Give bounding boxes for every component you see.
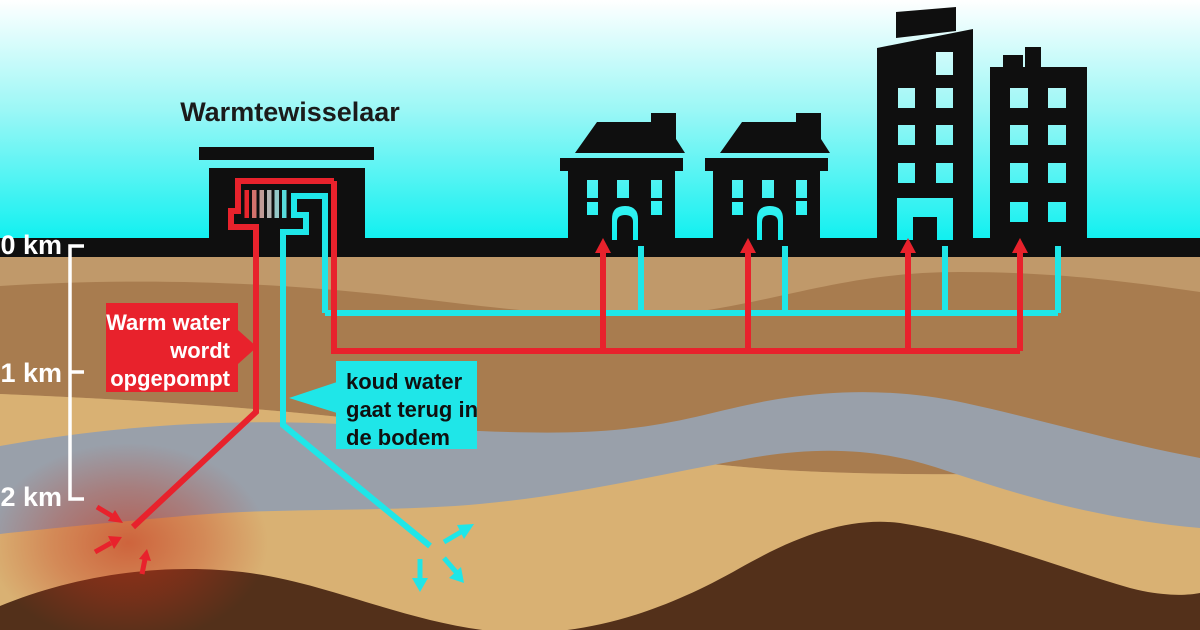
house-2-eave xyxy=(705,158,828,171)
warm-riser-arrowhead xyxy=(1012,238,1028,253)
depth-scale-line xyxy=(68,244,84,501)
warm-flow-arrows xyxy=(93,504,148,575)
exchanger-stripe xyxy=(252,190,257,218)
depth-scale: 0 km 1 km 2 km xyxy=(0,230,84,512)
tower-2-body xyxy=(990,67,1087,240)
gray-rock-layer xyxy=(0,392,1200,534)
cold-bubble-line: gaat terug in xyxy=(346,397,478,422)
cold-water-bubble: koud water gaat terug in de bodem xyxy=(289,361,478,450)
depth-tick-label-0km: 0 km xyxy=(0,230,62,260)
cold-pipe-network xyxy=(280,193,1061,579)
apartment-tower-1 xyxy=(877,7,973,240)
cold-bubble-text: koud water gaat terug in de bodem xyxy=(346,369,478,450)
house-2 xyxy=(705,113,830,240)
warm-well-pipe xyxy=(130,178,334,530)
cold-well-pipe xyxy=(280,193,432,549)
warm-bubble-line: Warm water xyxy=(106,310,230,335)
building-silhouettes xyxy=(199,7,1087,243)
warm-distribution-trunk xyxy=(331,181,1020,354)
warm-riser-arrowhead xyxy=(900,238,916,253)
tower-1-roof-box xyxy=(896,7,956,38)
exchanger-stripe xyxy=(282,190,287,218)
cold-bubble-line: koud water xyxy=(346,369,463,394)
heat-exchanger-element xyxy=(244,190,287,218)
cold-bubble-line: de bodem xyxy=(346,425,450,450)
depth-tick-label-2km: 2 km xyxy=(0,482,62,512)
warm-bubble-box xyxy=(106,303,238,392)
cold-bubble-box xyxy=(336,361,477,449)
exchanger-stripe xyxy=(259,190,264,218)
hot-rock-glow xyxy=(0,443,268,630)
tower-2-windows xyxy=(1010,88,1066,222)
exchanger-stripe xyxy=(244,190,249,218)
exchanger-stripe xyxy=(267,190,272,218)
house-2-door xyxy=(762,215,778,240)
warm-bubble-line: opgepompt xyxy=(110,366,230,391)
warm-arrowheads xyxy=(108,238,1028,561)
bedrock-dark-layer xyxy=(0,521,1200,630)
underground-layers xyxy=(0,243,1200,630)
warm-bubble-text: Warm water wordt opgepompt xyxy=(106,310,231,391)
heat-exchanger-roof xyxy=(199,147,374,160)
cold-bubble-pointer xyxy=(289,382,337,413)
cold-arrowhead xyxy=(449,567,464,583)
depth-tick-label-1km: 1 km xyxy=(0,358,62,388)
tower-1-body xyxy=(877,29,973,240)
warm-flow-arrow xyxy=(139,558,148,575)
cold-arrowhead xyxy=(412,578,428,592)
cold-flow-arrow xyxy=(442,529,463,545)
house-1-roof xyxy=(575,113,685,153)
warm-arrowhead xyxy=(108,510,123,523)
warm-water-bubble: Warm water wordt opgepompt xyxy=(106,303,257,392)
warm-flow-arrow xyxy=(95,504,114,519)
house-1-eave xyxy=(560,158,683,171)
tower-1-door xyxy=(913,217,937,240)
exchanger-stripe xyxy=(274,190,279,218)
cold-flow-arrows xyxy=(417,529,463,579)
warm-riser-arrowhead xyxy=(595,238,611,253)
heat-exchanger-label: Warmtewisselaar xyxy=(180,97,400,127)
cold-arrowhead xyxy=(457,524,474,539)
warm-pipe-network xyxy=(93,178,1023,575)
warm-bubble-line: wordt xyxy=(169,338,231,363)
tower-2-roof-box-tall xyxy=(1025,47,1041,69)
house-1-door xyxy=(617,215,633,240)
tower-2-roof-box-small xyxy=(1003,55,1023,69)
house-1 xyxy=(560,113,685,240)
apartment-tower-2 xyxy=(990,47,1087,240)
cold-flow-arrow xyxy=(442,556,458,574)
warm-riser-arrowhead xyxy=(740,238,756,253)
cold-arrowheads xyxy=(412,524,474,592)
warm-arrowhead xyxy=(139,549,151,561)
warm-flow-arrow xyxy=(93,540,113,555)
warm-bubble-pointer xyxy=(238,330,257,364)
house-2-roof xyxy=(720,113,830,153)
warm-arrowhead xyxy=(108,536,122,549)
